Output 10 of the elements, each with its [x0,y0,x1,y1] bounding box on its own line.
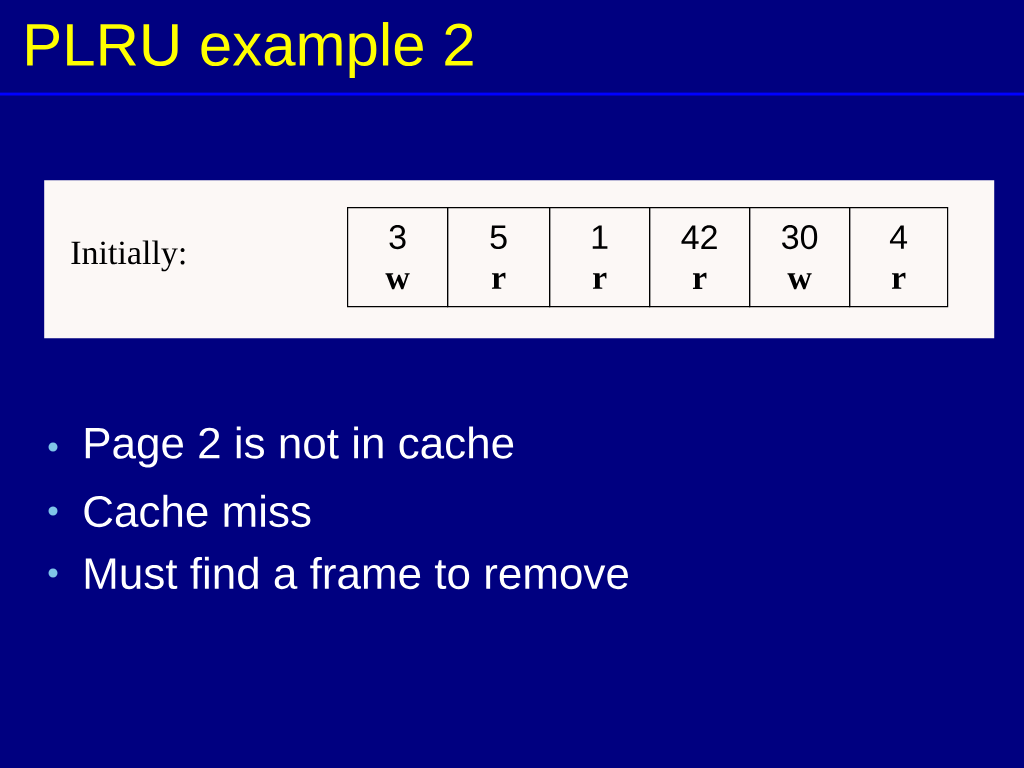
list-item: Must find a frame to remove [85,556,628,590]
table-cell: 5 r [447,207,551,308]
table-cell: 1 r [549,207,651,308]
list-item: Page 2 is not in cache [85,426,514,468]
table-cell: 4 r [849,207,949,308]
table-cell: 42 r [649,207,751,308]
table-cell: 3 w [347,207,449,308]
list-item: Cache miss [84,494,311,528]
slide-title: PLRU example 2 [27,22,473,78]
table-cell: 30 w [749,207,851,308]
